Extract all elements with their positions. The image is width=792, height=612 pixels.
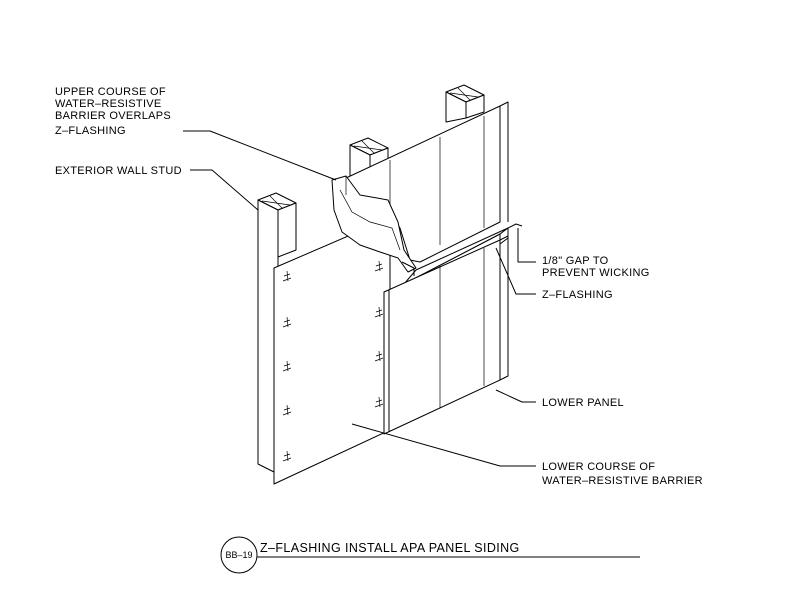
lower-panel — [383, 235, 509, 435]
callout-lower-panel: LOWER PANEL — [542, 397, 624, 409]
callout-lower-barrier-line-1: LOWER COURSE OF — [542, 461, 655, 473]
stud-right-side — [465, 94, 485, 119]
leader-wall-stud — [190, 169, 259, 211]
leader-lower-barrier — [351, 423, 536, 467]
upper-barrier-overlap — [331, 175, 417, 273]
fasteners — [282, 260, 384, 462]
callout-upper-barrier-line-3: BARRIER OVERLAPS — [55, 110, 171, 122]
leader-z-flashing — [495, 247, 536, 295]
callout-upper-barrier-line-4: Z–FLASHING — [55, 125, 126, 137]
callout-gap: 1/8" GAP TO PREVENT WICKING — [542, 255, 650, 279]
lower-barrier-sheet — [273, 217, 391, 485]
callout-z-flashing: Z–FLASHING — [542, 289, 613, 301]
callout-gap-line-1: 1/8" GAP TO — [542, 255, 609, 267]
detail-badge — [220, 536, 258, 574]
leader-gap — [517, 228, 536, 263]
callout-gap-line-2: PREVENT WICKING — [542, 267, 650, 279]
stud-left-side — [277, 202, 297, 258]
detail-badge-label: BB–19 — [225, 550, 252, 560]
leader-lower-panel — [495, 389, 536, 403]
leader-upper-barrier — [183, 130, 337, 181]
detail-title-block: BB–19 Z–FLASHING INSTALL APA PANEL SIDIN… — [220, 536, 640, 574]
leader-lines — [183, 130, 536, 467]
detail-title: Z–FLASHING INSTALL APA PANEL SIDING — [260, 541, 520, 555]
callout-upper-barrier-line-2: WATER–RESISTIVE — [55, 98, 162, 110]
callout-lower-barrier: LOWER COURSE OF WATER–RESISTIVE BARRIER — [542, 461, 703, 487]
callout-upper-barrier: UPPER COURSE OF WATER–RESISTIVE BARRIER … — [55, 86, 171, 137]
exterior-wall-studs — [257, 84, 485, 475]
callout-wall-stud: EXTERIOR WALL STUD — [55, 165, 182, 177]
callout-upper-barrier-line-1: UPPER COURSE OF — [55, 86, 166, 98]
callout-lower-barrier-line-2: WATER–RESISTIVE BARRIER — [542, 475, 703, 487]
upper-panel — [345, 101, 509, 263]
